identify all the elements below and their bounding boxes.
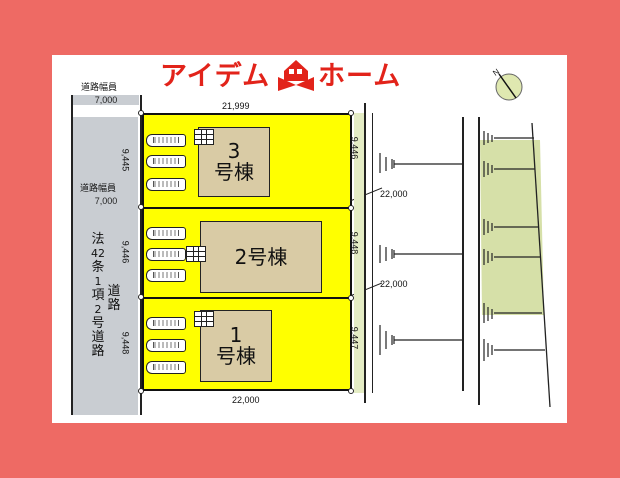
dimension-top-frontage: 21,999 [222, 101, 250, 111]
road-designation-col2: 道 路 [107, 284, 121, 313]
parking-car-icon [146, 339, 186, 352]
green-area [480, 122, 551, 408]
road-boundary-line [140, 95, 142, 415]
road-edge-line [71, 95, 73, 415]
outdoor-unit-icon [186, 246, 206, 262]
brand-name-right: ホーム [318, 61, 402, 92]
road-width-label-mid: 道路幅員 [80, 184, 117, 194]
parking-car-icon [146, 134, 186, 147]
house-1-suffix: 号棟 [216, 344, 256, 368]
north-compass-icon: N [491, 67, 523, 101]
boundary-marker [348, 205, 354, 211]
dimension-lot1-left-depth: 9,448 [120, 331, 131, 355]
dimension-lot3-right-depth: 9,446 [349, 136, 360, 160]
boundary-marker [348, 388, 354, 394]
brand-name-left: アイデム [160, 61, 271, 92]
parking-car-icon [146, 317, 186, 330]
dimension-lot1-right-depth: 9,447 [349, 326, 360, 350]
house-2-label: 2号棟 [234, 244, 288, 269]
boundary-marker [138, 388, 144, 394]
side-line [372, 113, 373, 393]
house-logo-icon [278, 60, 314, 91]
road-width-label-top: 道路幅員 [81, 83, 118, 93]
boundary-marker [348, 295, 354, 301]
parking-car-icon [146, 269, 186, 282]
parking-car-icon [146, 155, 186, 168]
dimension-lot2-left-depth: 9,446 [120, 240, 131, 264]
dimension-bottom-frontage: 22,000 [232, 395, 260, 405]
house-3-suffix: 号棟 [214, 160, 254, 184]
boundary-marker [138, 110, 144, 116]
dimension-lot2-right-depth: 9,448 [349, 231, 360, 255]
road-area [72, 117, 138, 415]
house-1-number: 1 [229, 323, 243, 347]
utility-connections [379, 153, 462, 355]
dimension-lot3-left-depth: 9,445 [120, 148, 131, 172]
side-strip [354, 113, 364, 393]
boundary-marker [348, 110, 354, 116]
site-plan-panel: アイデム ホーム N 道路幅員 7,000 道路幅員 7,000 法 42 条 … [52, 55, 567, 423]
parking-car-icon [146, 227, 186, 240]
road-width-value-top: 7,000 [73, 95, 139, 105]
house-2: 2号棟 [200, 221, 322, 293]
house-3-number: 3 [227, 139, 241, 163]
outdoor-unit-icon [194, 311, 214, 327]
dimension-boundary-2-1: 22,000 [380, 279, 408, 289]
dimension-boundary-3-2: 22,000 [380, 189, 408, 199]
street-line-2 [478, 117, 480, 405]
outdoor-unit-icon [194, 129, 214, 145]
side-boundary-line [364, 103, 366, 403]
parking-car-icon [146, 248, 186, 261]
parking-car-icon [146, 178, 186, 191]
svg-text:N: N [491, 67, 501, 78]
road-width-value-mid: 7,000 [94, 196, 118, 206]
boundary-marker [138, 294, 144, 300]
road-designation-col1: 法 42 条 1 項 2 号 道 路 [91, 232, 105, 359]
street-line-1 [462, 117, 464, 391]
boundary-marker [138, 204, 144, 210]
parking-car-icon [146, 361, 186, 374]
